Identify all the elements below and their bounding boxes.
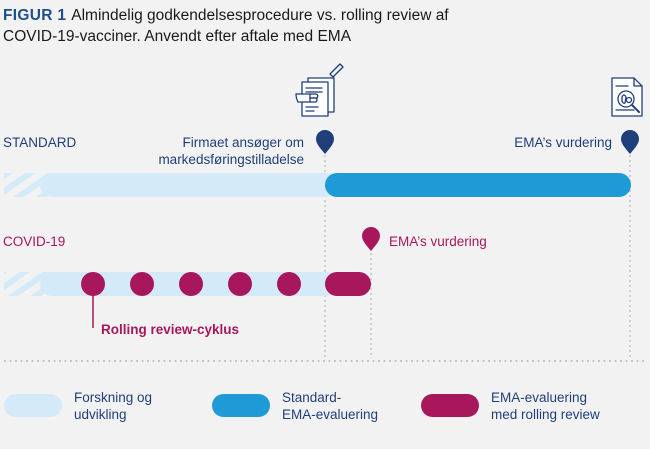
legend-standard-line-2: EMA-evaluering (282, 407, 379, 422)
document-magnifier-icon (611, 77, 643, 117)
legend-rolling-line-2: med rolling review (491, 407, 600, 422)
standard-assessment-pin-icon (621, 130, 639, 154)
title-line-2: COVID-19-vacciner. Anvendt efter aftale … (3, 28, 352, 45)
title-line-1: Almindelig godkendelsesprocedure vs. rol… (71, 7, 449, 24)
legend-rolling-line-1: EMA-evaluering (491, 390, 588, 405)
standard-research-bar (4, 173, 338, 197)
rolling-review-cycle-dot (179, 272, 203, 296)
legend-standard-line-1: Standard- (282, 390, 342, 405)
rolling-review-label: Rolling review-cyklus (101, 322, 240, 337)
rolling-review-cycle-dot (130, 272, 154, 296)
covid-assessment-label: EMA’s vurdering (389, 234, 487, 249)
document-pen-icon (295, 63, 344, 117)
legend-item-rolling-evaluation: EMA-evaluering med rolling review (491, 389, 600, 423)
application-label-line-2: markedsføringstilladelse (158, 152, 304, 167)
legend-swatch-research (4, 394, 62, 417)
covid-assessment-pin-icon (362, 227, 380, 251)
legend-item-research: Forskning og udvikling (74, 389, 152, 423)
application-label-line-1: Firmaet ansøger om (182, 135, 304, 150)
covid-row-label: COVID-19 (3, 234, 66, 249)
legend-research-line-2: udvikling (74, 407, 127, 422)
application-pin-icon (316, 130, 334, 154)
rolling-review-cycles (81, 272, 301, 296)
legend-swatch-rolling-evaluation (421, 394, 479, 417)
rolling-review-cycle-dot (277, 272, 301, 296)
legend-research-line-1: Forskning og (74, 390, 153, 405)
application-label: Firmaet ansøger om markedsføringstillade… (158, 134, 304, 168)
standard-ema-evaluation-bar (325, 173, 631, 197)
rolling-review-cycle-dot (228, 272, 252, 296)
standard-assessment-label: EMA’s vurdering (514, 135, 612, 150)
rolling-review-cycle-dot (81, 272, 105, 296)
legend-swatch-standard-evaluation (212, 394, 270, 417)
legend-item-standard-evaluation: Standard- EMA-evaluering (282, 389, 378, 423)
standard-row-label: STANDARD (3, 135, 77, 150)
covid-rolling-evaluation-bar (325, 272, 371, 296)
figure-number: FIGUR 1 (3, 7, 67, 24)
